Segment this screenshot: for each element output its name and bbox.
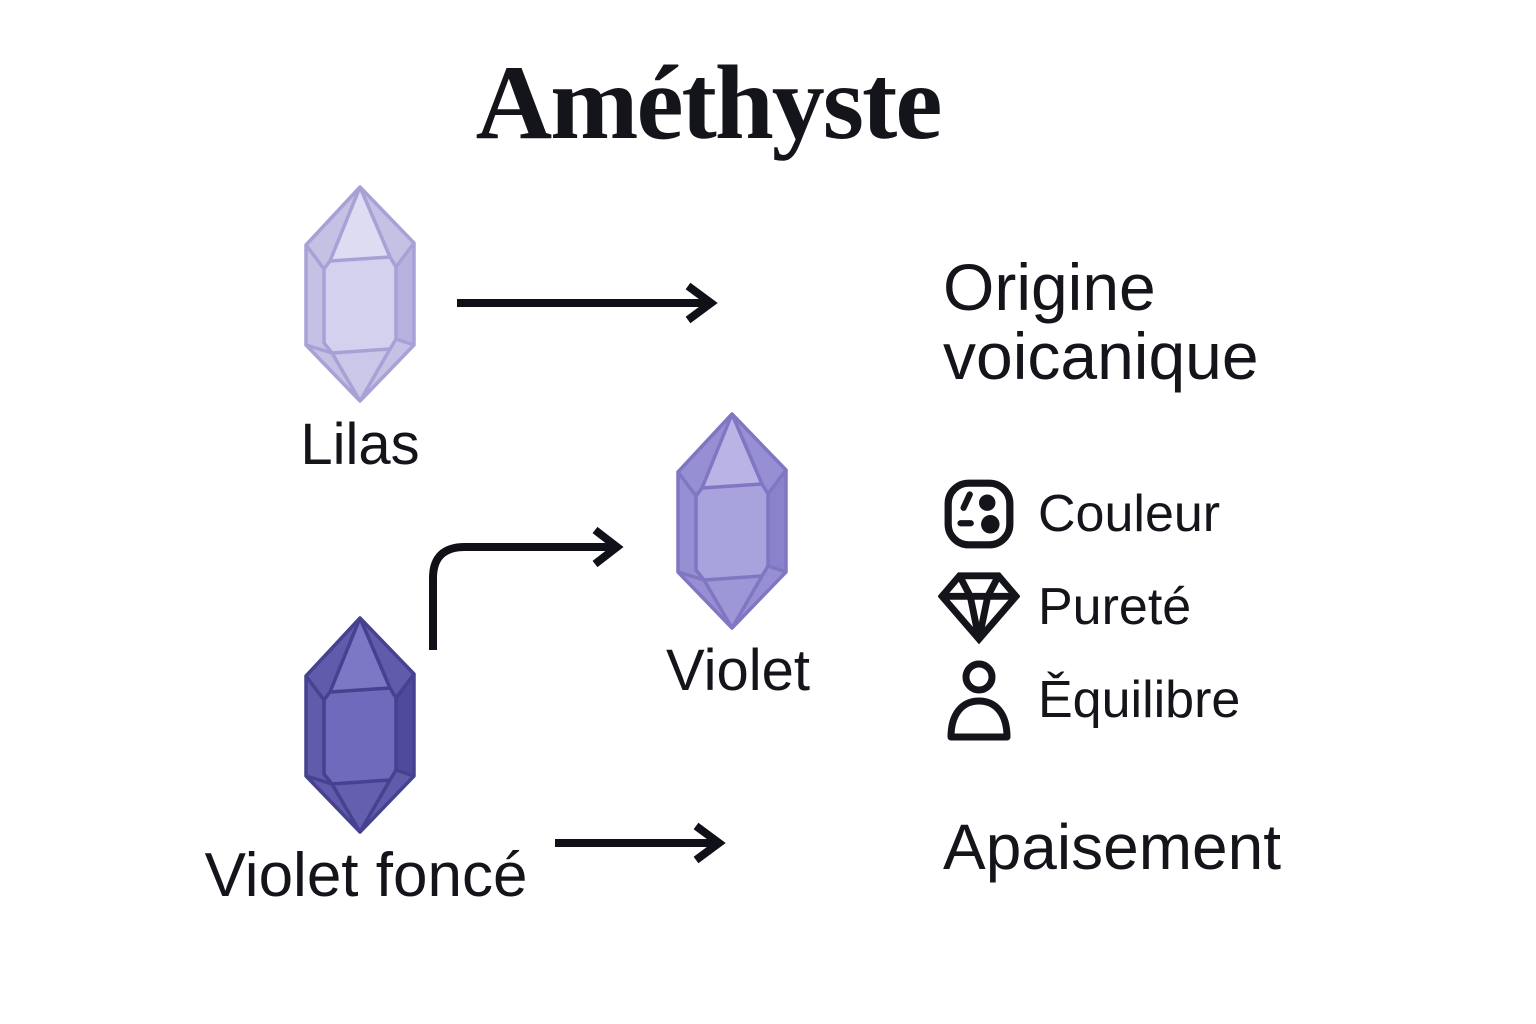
diamond-icon (936, 570, 1022, 644)
origin-note: Origine voicanique (943, 253, 1259, 390)
crystal-front-face (324, 257, 396, 353)
crystal-right-facet (396, 243, 414, 345)
crystal-top-facet (702, 414, 762, 488)
crystal-right-facet (768, 470, 786, 572)
feature-label-couleur: Couleur (1038, 485, 1221, 543)
crystal-label-violet-fonce: Violet foncé (204, 841, 528, 910)
crystal-bottom-facet (332, 780, 390, 832)
crystal-label-violet: Violet (665, 638, 811, 703)
crystal-bottom-facet (332, 349, 390, 401)
feature-list: Couleur Pureté Ěquilibre (936, 476, 1241, 741)
crystal-front-face (324, 688, 396, 784)
crystal-edges (304, 185, 416, 403)
crystal-top-facet (330, 187, 390, 261)
palette-icon (936, 476, 1022, 552)
crystal-right-facet (396, 674, 414, 776)
crystal-bottom-facet (704, 576, 762, 628)
crystal-top-facet (330, 618, 390, 692)
arrow-right-icon (457, 282, 718, 324)
person-icon (936, 658, 1022, 742)
origin-note-line1: Origine (943, 250, 1156, 324)
arrow-curved-icon (429, 526, 624, 650)
origin-note-line2: voicanique (943, 318, 1259, 393)
crystal-violet-fonce (304, 616, 416, 834)
crystal-edges (304, 616, 416, 834)
feature-row-equilibre: Ěquilibre (936, 660, 1241, 741)
crystal-violet (676, 412, 788, 630)
crystal-front-face (696, 484, 768, 580)
soothing-note: Apaisement (943, 811, 1281, 883)
page-title: Améthyste (475, 44, 943, 161)
feature-row-couleur: Couleur (936, 476, 1240, 552)
crystal-label-lilas: Lilas (300, 412, 420, 477)
arrow-right-icon (555, 822, 726, 864)
crystal-edges (676, 412, 788, 630)
feature-label-equilibre: Ěquilibre (1038, 671, 1241, 729)
feature-label-purete: Pureté (1038, 578, 1192, 636)
feature-row-purete: Pureté (936, 569, 1240, 645)
crystal-lilas (304, 185, 416, 403)
